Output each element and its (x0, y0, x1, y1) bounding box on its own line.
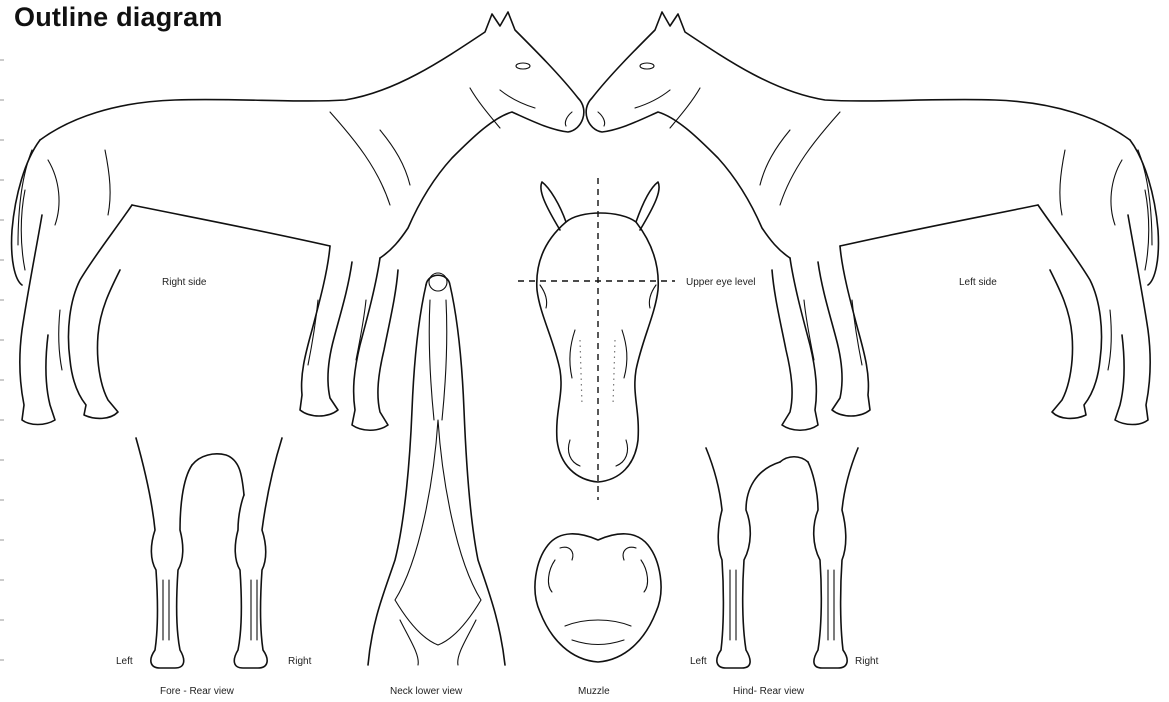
fore-left-label: Left (116, 656, 133, 667)
hind-rear-view-caption: Hind- Rear view (733, 686, 804, 697)
fore-rear-view-caption: Fore - Rear view (160, 686, 234, 697)
hind-left-label: Left (690, 656, 707, 667)
hind-rear-view (706, 448, 858, 668)
front-head-view (518, 178, 675, 500)
upper-eye-level-label: Upper eye level (686, 277, 755, 288)
hind-right-label: Right (855, 656, 878, 667)
muzzle-caption: Muzzle (578, 686, 610, 697)
right-side-label: Right side (162, 277, 206, 288)
muzzle-view (535, 534, 661, 662)
neck-lower-view (368, 273, 505, 665)
left-side-label: Left side (959, 277, 997, 288)
neck-lower-view-caption: Neck lower view (390, 686, 462, 697)
right-side-horse (12, 12, 584, 430)
fore-rear-view (136, 438, 282, 668)
left-side-horse (586, 12, 1158, 430)
fore-right-label: Right (288, 656, 311, 667)
